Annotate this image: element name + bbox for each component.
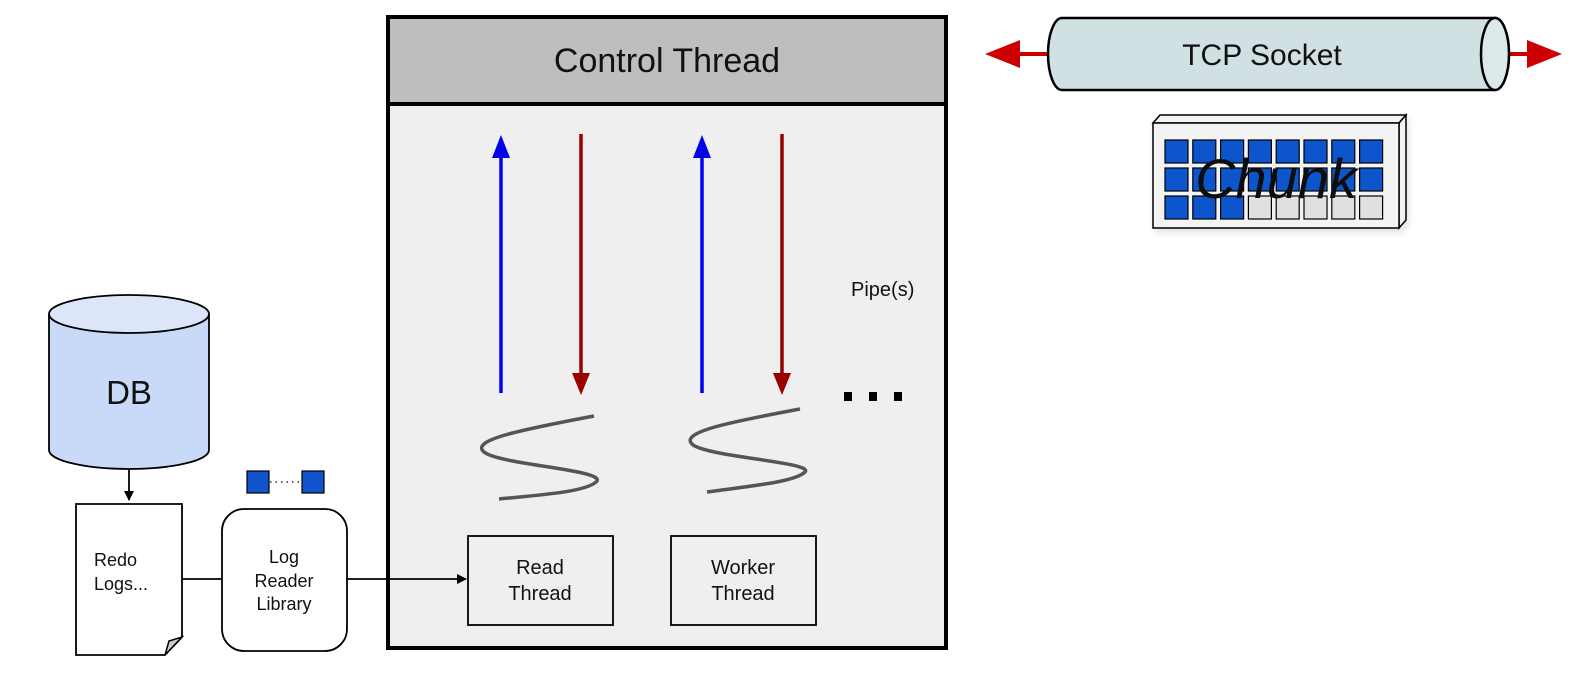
- arrowhead-down-icon: [572, 373, 590, 395]
- pipes-label: Pipe(s): [851, 279, 914, 301]
- log-reader-line2: Reader: [254, 571, 313, 591]
- chunk-cell-filled: [1164, 167, 1189, 192]
- chunk-block: Chunk: [1151, 113, 1408, 230]
- read-thread-box: Read Thread: [467, 535, 614, 626]
- chunk-cell-filled: [1247, 167, 1273, 192]
- chunk-cell-filled: [1275, 139, 1300, 164]
- log-reader-line3: Library: [256, 594, 311, 614]
- worker-thread-line1: Worker: [711, 557, 775, 579]
- chunk-cell-empty: [1331, 195, 1356, 220]
- chunk-cell-filled: [1247, 139, 1273, 164]
- log-reader-library-box: Log Reader Library: [221, 508, 348, 652]
- redo-logs-document: Redo Logs...: [75, 503, 185, 656]
- more-threads-ellipsis: [844, 392, 902, 401]
- chunk-cell-empty: [1303, 195, 1328, 220]
- chunk-cell-filled: [1164, 195, 1189, 220]
- chunk-cell-filled: [1192, 195, 1217, 220]
- chunk-cell-empty: [1358, 195, 1384, 220]
- arrowhead-up-icon: [492, 135, 510, 158]
- chunk-cell-filled: [1219, 167, 1245, 192]
- chunk-cell-filled: [1192, 167, 1217, 192]
- db-label: DB: [106, 374, 152, 411]
- chunk-cell-filled: [1331, 139, 1356, 164]
- db-top: [48, 294, 210, 334]
- chunk-cell-filled: [1275, 167, 1300, 192]
- worker-thread-line2: Thread: [711, 583, 774, 605]
- arrow-right-icon: [1527, 40, 1562, 68]
- chunk-cells: [1164, 139, 1384, 220]
- data-blocks-icon: [246, 470, 325, 494]
- chunk-cell-filled: [1192, 139, 1217, 164]
- chunk-cell-empty: [1275, 195, 1300, 220]
- chunk-cell-filled: [1219, 195, 1245, 220]
- worker-thread-box: Worker Thread: [670, 535, 817, 626]
- database-cylinder: DB: [48, 294, 210, 470]
- chunk-cell-filled: [1303, 167, 1328, 192]
- control-thread-title: Control Thread: [554, 42, 780, 80]
- redo-logs-line1: Redo: [94, 550, 137, 570]
- log-reader-line1: Log: [269, 547, 299, 567]
- chunk-label: Chunk: [1195, 147, 1360, 210]
- chunk-cell-filled: [1331, 167, 1356, 192]
- tcp-socket-label: TCP Socket: [1182, 39, 1342, 72]
- arrow-left-icon: [985, 40, 1020, 68]
- arrowhead-down-icon: [773, 373, 791, 395]
- chunk-cell-filled: [1219, 139, 1245, 164]
- chunk-cell-filled: [1358, 167, 1384, 192]
- read-thread-line1: Read: [516, 557, 564, 579]
- arrowhead-up-icon: [693, 135, 711, 158]
- chunk-cell-filled: [1358, 139, 1384, 164]
- chunk-cell-filled: [1303, 139, 1328, 164]
- thread-squiggle-icon: [480, 414, 599, 501]
- control-thread-header: [386, 15, 948, 106]
- pipe-arrows: [492, 134, 791, 395]
- chunk-cell-filled: [1164, 139, 1189, 164]
- tcp-socket-end: [1479, 16, 1511, 92]
- tcp-socket-cylinder: TCP Socket: [985, 16, 1562, 92]
- page-fold-icon: [164, 635, 185, 656]
- chunk-cell-empty: [1247, 195, 1273, 220]
- read-thread-line2: Thread: [508, 583, 571, 605]
- redo-logs-line2: Logs...: [94, 574, 148, 594]
- thread-squiggle-icon: [688, 407, 807, 494]
